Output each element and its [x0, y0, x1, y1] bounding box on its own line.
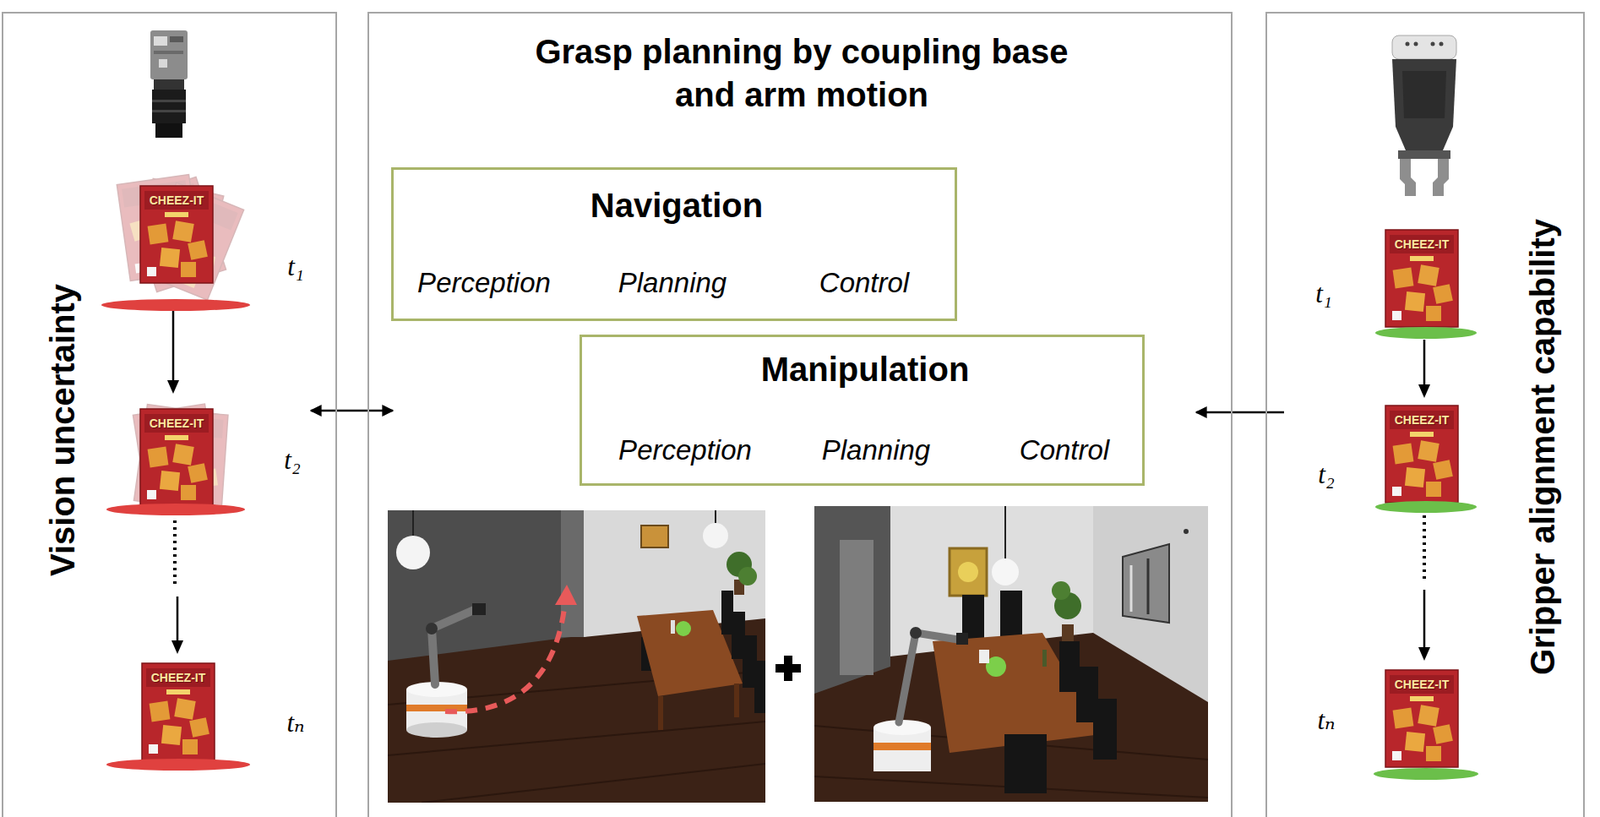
module-title: Manipulation: [761, 350, 970, 389]
connector-arrow: [1196, 411, 1285, 414]
module-step: Perception: [417, 266, 551, 300]
module-step: Control: [1019, 434, 1110, 467]
package-text: CHEEZ-IT: [151, 670, 207, 685]
panel-title: Grasp planning by coupling base and arm …: [506, 30, 1098, 117]
plus-symbol: [775, 655, 801, 681]
module-box: NavigationPerception Planning Control: [391, 167, 958, 322]
connector-arrow: [310, 409, 393, 413]
module-title: Navigation: [590, 186, 763, 225]
module-step: Planning: [821, 434, 931, 467]
module-step: Planning: [618, 266, 727, 300]
package-text: CHEEZ-IT: [1394, 677, 1450, 692]
time-label: t₁: [1315, 278, 1332, 310]
package-text: CHEEZ-IT: [1394, 413, 1450, 427]
module-step: Perception: [618, 434, 752, 467]
module-box: ManipulationPerception Planning Control: [579, 334, 1145, 486]
panel: Vision uncertainty: [1, 11, 338, 817]
time-label: t₂: [1317, 459, 1334, 490]
time-label: t₂: [283, 445, 300, 476]
package-text: CHEEZ-IT: [1394, 237, 1450, 251]
time-label: tₙ: [286, 707, 305, 739]
manipulation-scene: [814, 506, 1209, 802]
package-text: CHEEZ-IT: [149, 416, 205, 430]
gripper-icon: [1392, 35, 1457, 196]
panel: Grasp planning by coupling base and arm …: [367, 11, 1233, 817]
time-label: tₙ: [1317, 704, 1335, 736]
navigation-scene: [387, 510, 766, 803]
module-step: Control: [819, 266, 909, 300]
aligned-pose-sequence: [1373, 229, 1479, 780]
package-text: CHEEZ-IT: [149, 193, 205, 207]
panel-label: Vision uncertainty: [43, 283, 82, 577]
panel-label: Gripper alignment capability: [1523, 218, 1562, 675]
time-label: t₁: [287, 251, 304, 283]
uncertain-pose-sequence: [101, 174, 251, 771]
camera-icon: [150, 30, 188, 138]
